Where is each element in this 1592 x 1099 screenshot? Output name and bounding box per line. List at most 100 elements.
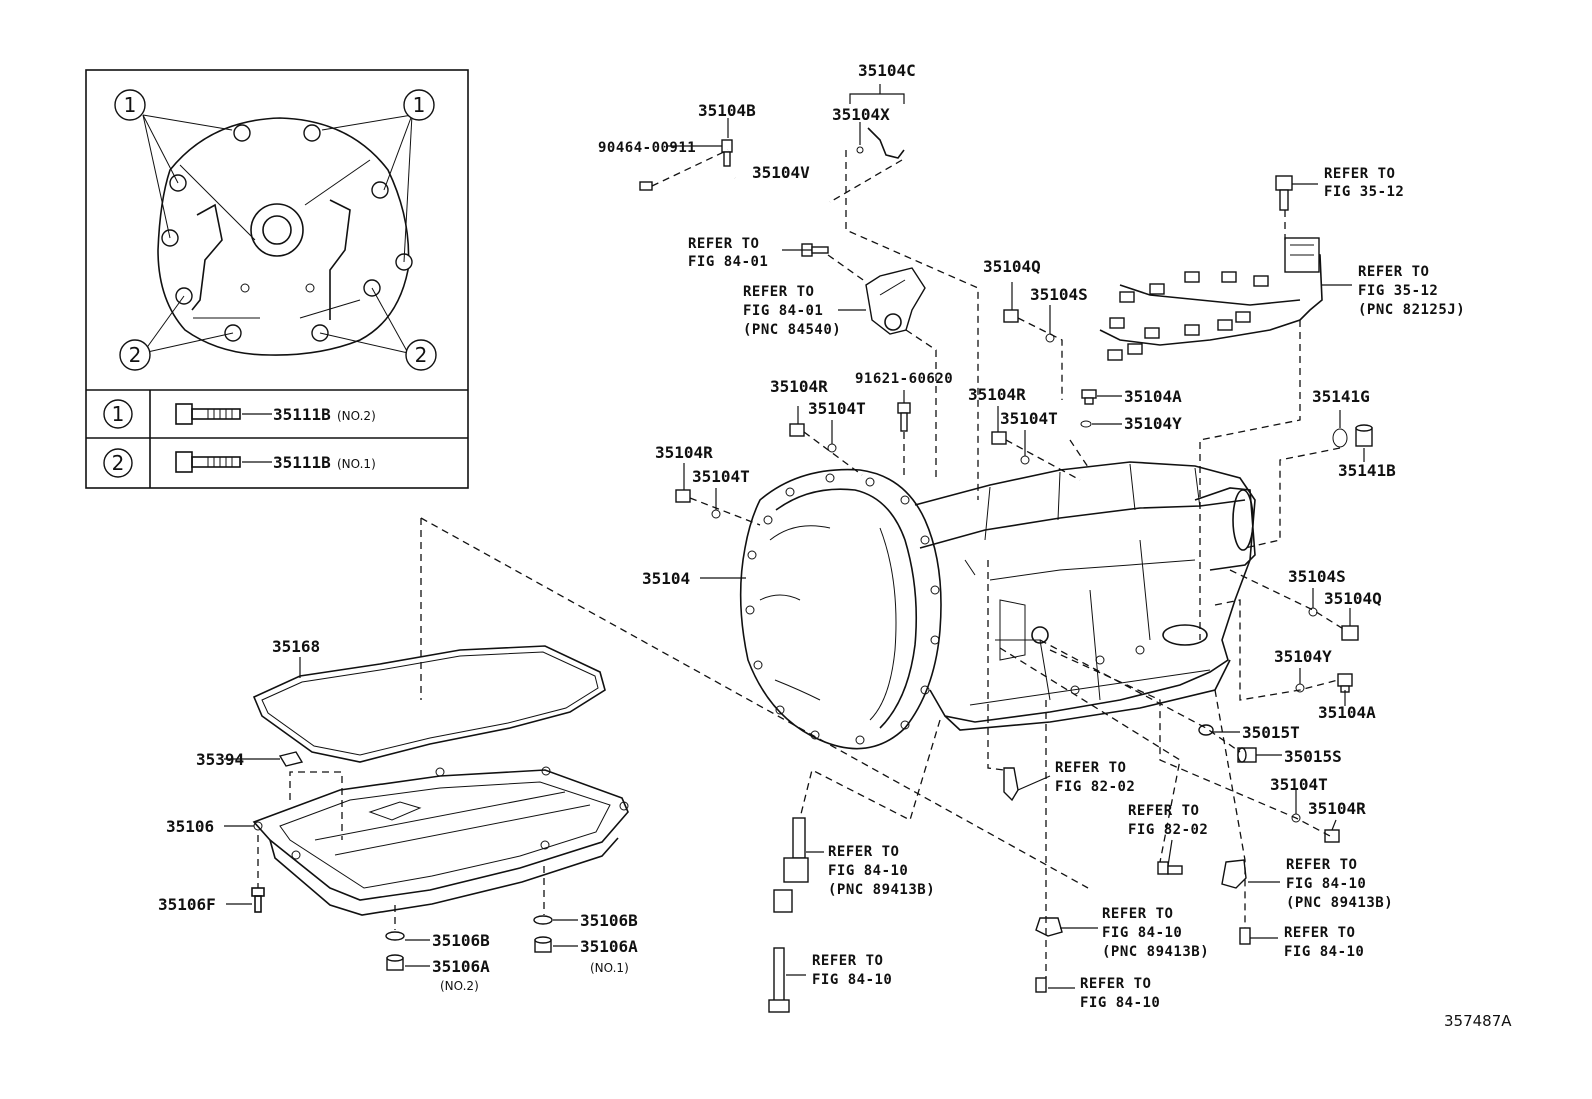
svg-text:FIG 35-12: FIG 35-12 xyxy=(1324,184,1404,200)
svg-text:(PNC 89413B): (PNC 89413B) xyxy=(828,882,935,898)
plug-35104R-right xyxy=(1324,829,1340,843)
svg-text:FIG 82-02: FIG 82-02 xyxy=(1055,779,1135,795)
svg-text:REFER TO: REFER TO xyxy=(812,953,883,969)
label-35104X: 35104X xyxy=(832,105,890,124)
svg-text:(PNC 84540): (PNC 84540) xyxy=(743,322,841,338)
label-35104C: 35104C xyxy=(858,61,916,80)
bolt-speed-sensor-center xyxy=(1035,977,1047,993)
svg-text:REFER TO: REFER TO xyxy=(743,284,814,300)
label-91621-60620: 91621-60620 xyxy=(855,371,953,387)
svg-text:35104S: 35104S xyxy=(1288,567,1346,586)
label-35141B: 35141B xyxy=(1338,461,1396,480)
svg-text:35104Y: 35104Y xyxy=(1124,414,1182,433)
label-35015S: 35015S xyxy=(1284,747,1342,766)
svg-text:FIG 84-10: FIG 84-10 xyxy=(1102,925,1182,941)
svg-text:FIG 82-02: FIG 82-02 xyxy=(1128,822,1208,838)
legend-row-2: 2 35111B (NO.1) xyxy=(103,448,376,478)
svg-text:35104A: 35104A xyxy=(1318,703,1376,722)
speed-sensor-left xyxy=(773,817,809,913)
svg-text:35104T: 35104T xyxy=(1270,775,1328,794)
speed-sensor-center xyxy=(1035,917,1063,937)
oil-strainer-magnet xyxy=(278,751,304,767)
svg-text:35106B: 35106B xyxy=(580,911,638,930)
bolt-speed-sensor-left xyxy=(768,947,790,1013)
svg-text:35104A: 35104A xyxy=(1124,387,1182,406)
bolt-refer-35-12 xyxy=(1275,175,1293,211)
svg-text:FIG 84-10: FIG 84-10 xyxy=(812,972,892,988)
svg-text:FIG 84-01: FIG 84-01 xyxy=(688,254,768,270)
svg-text:35104R: 35104R xyxy=(655,443,713,462)
clip-90464-00911 xyxy=(639,181,653,191)
svg-text:REFER TO: REFER TO xyxy=(1324,166,1395,182)
neutral-start-switch xyxy=(865,267,926,335)
label-35104S-top: 35104S xyxy=(1030,285,1088,304)
speed-sensor-right xyxy=(1221,859,1247,889)
label-35394: 35394 xyxy=(196,750,244,769)
svg-text:1: 1 xyxy=(112,402,125,426)
label-35141G: 35141G xyxy=(1312,387,1370,406)
svg-text:35106B: 35106B xyxy=(432,931,490,950)
plug-35104A-right xyxy=(1337,673,1353,693)
svg-text:REFER TO: REFER TO xyxy=(1286,857,1357,873)
callout-2-right: 2 xyxy=(405,339,437,371)
svg-text:REFER TO: REFER TO xyxy=(1080,976,1151,992)
svg-text:35104Q: 35104Q xyxy=(1324,589,1382,608)
oil-pan-gasket xyxy=(252,645,606,763)
svg-text:(PNC 82125J): (PNC 82125J) xyxy=(1358,302,1465,318)
callout-2-left: 2 xyxy=(119,339,151,371)
hose-35104V xyxy=(733,177,832,214)
svg-text:REFER TO: REFER TO xyxy=(688,236,759,252)
svg-text:2: 2 xyxy=(129,343,142,367)
svg-text:35106A: 35106A xyxy=(432,957,490,976)
svg-text:FIG 35-12: FIG 35-12 xyxy=(1358,283,1438,299)
svg-text:REFER TO: REFER TO xyxy=(1102,906,1173,922)
label-90464-00911: 90464-00911 xyxy=(598,140,696,156)
part-labels: 35104C 35104B 35104X 90464-00911 35104V … xyxy=(158,61,1512,1030)
label-35168: 35168 xyxy=(272,637,320,656)
plug-35141B xyxy=(1355,424,1373,447)
label-35104B: 35104B xyxy=(698,101,756,120)
plug-35104Q-right xyxy=(1341,625,1359,641)
svg-text:1: 1 xyxy=(124,93,137,117)
svg-text:(NO.1): (NO.1) xyxy=(590,961,629,975)
svg-text:35104T: 35104T xyxy=(808,399,866,418)
plug-35104Q-top xyxy=(1003,309,1019,323)
svg-text:35104R: 35104R xyxy=(968,385,1026,404)
plug-35104R-c xyxy=(675,489,691,503)
legend-part-note: (NO.2) xyxy=(337,409,376,423)
label-35104V: 35104V xyxy=(752,163,810,182)
svg-text:35106A: 35106A xyxy=(580,937,638,956)
drain-plug-35106A-left xyxy=(386,954,404,971)
callout-1-left: 1 xyxy=(114,89,146,121)
svg-text:2: 2 xyxy=(415,343,428,367)
label-35104Q-top: 35104Q xyxy=(983,257,1041,276)
svg-text:FIG 84-10: FIG 84-10 xyxy=(828,863,908,879)
bracket-refer-82-02 xyxy=(1003,767,1019,802)
bolt-speed-sensor-right xyxy=(1239,927,1251,945)
label-35106F: 35106F xyxy=(158,895,216,914)
washer-35106B-left xyxy=(385,931,405,941)
bolt-91621-60620 xyxy=(897,402,911,432)
plug-35104R-a xyxy=(789,423,805,437)
wire-harness xyxy=(1099,237,1323,361)
svg-text:35104T: 35104T xyxy=(692,467,750,486)
svg-text:REFER TO: REFER TO xyxy=(1055,760,1126,776)
callout-1-right: 1 xyxy=(403,89,435,121)
svg-text:FIG 84-10: FIG 84-10 xyxy=(1080,995,1160,1011)
svg-text:35104Y: 35104Y xyxy=(1274,647,1332,666)
label-35015T: 35015T xyxy=(1242,723,1300,742)
legend-part-note: (NO.1) xyxy=(337,457,376,471)
oil-pan-bolt-35106F xyxy=(251,887,265,913)
figure-id: 357487A xyxy=(1444,1012,1512,1030)
inset-panel: 1 1 2 2 1 35111B (NO.2) xyxy=(85,69,469,489)
svg-text:35104R: 35104R xyxy=(770,377,828,396)
svg-text:(PNC 89413B): (PNC 89413B) xyxy=(1286,895,1393,911)
bolt-icon xyxy=(175,451,241,473)
svg-text:REFER TO: REFER TO xyxy=(828,844,899,860)
svg-text:REFER TO: REFER TO xyxy=(1284,925,1355,941)
svg-text:(NO.2): (NO.2) xyxy=(440,979,479,993)
svg-text:2: 2 xyxy=(112,451,125,475)
svg-text:FIG 84-01: FIG 84-01 xyxy=(743,303,823,319)
label-35104: 35104 xyxy=(642,569,690,588)
